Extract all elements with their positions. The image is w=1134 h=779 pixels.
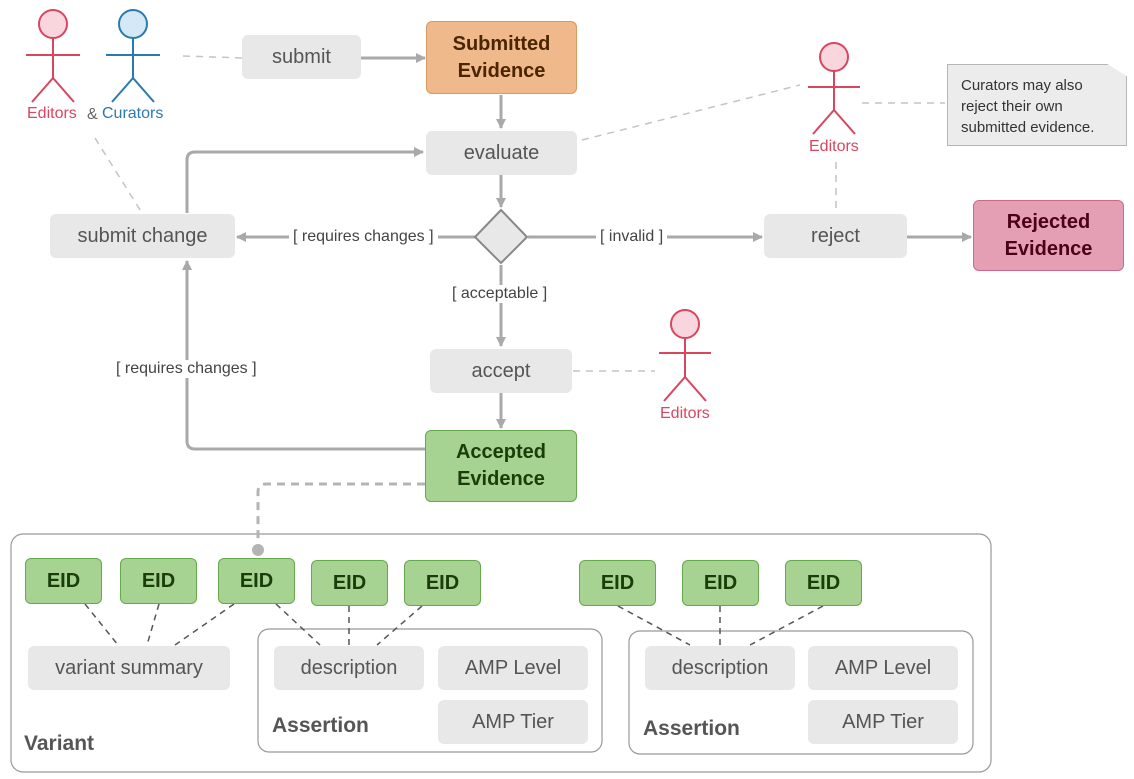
variant-eid-1[interactable]: EID [25, 558, 102, 604]
evaluate-action[interactable]: evaluate [426, 131, 577, 175]
eid-label: EID [703, 571, 738, 594]
editors-actor-icon [26, 9, 80, 103]
amp-tier-label: AMP Tier [842, 710, 924, 733]
variant-summary-label: variant summary [55, 656, 203, 679]
submitted-line2: Evidence [457, 59, 546, 82]
guard-acceptable: [ acceptable ] [448, 285, 552, 303]
accepted-line2: Evidence [457, 468, 545, 490]
flow-accepted-to-submit-change [182, 260, 425, 451]
eid-label: EID [141, 569, 176, 592]
amp-level-label: AMP Level [834, 656, 932, 679]
eid-link-a1-3 [376, 605, 423, 646]
eid-label: EID [46, 569, 81, 592]
guard-requires-changes-vertical: [ requires changes ] [112, 360, 261, 378]
assoc-editors-submit-change [94, 137, 143, 214]
eid-label: EID [332, 571, 367, 594]
note-line-1: Curators may also [961, 77, 1083, 94]
curators-actor-icon [106, 9, 160, 103]
accept-action[interactable]: accept [430, 349, 572, 393]
eid-link-a2-3 [749, 605, 824, 646]
variant-eid-2[interactable]: EID [120, 558, 197, 604]
assertion1-amp-level-field: AMP Level [438, 646, 588, 690]
assertion1-title: Assertion [272, 714, 369, 737]
accepted-line1: Accepted [455, 441, 547, 463]
link-endpoint-dot [252, 544, 264, 556]
eid-link-v3 [174, 603, 235, 646]
submit-action-label: submit [272, 45, 331, 68]
note-line-2: reject their own [961, 98, 1063, 115]
assertion1-amp-tier-field: AMP Tier [438, 700, 588, 744]
submit-change-action-label: submit change [77, 224, 208, 247]
eid-label: EID [600, 571, 635, 594]
variant-eid-3[interactable]: EID [218, 558, 295, 604]
editors-reject-actor-icon [808, 42, 860, 135]
flow-submit-change-to-evaluate [185, 147, 424, 213]
evaluate-action-label: evaluate [463, 141, 540, 164]
variant-summary-field: variant summary [28, 646, 230, 690]
eid-label: EID [239, 569, 274, 592]
ampersand-label: & [87, 106, 98, 123]
assertion2-description-field: description [645, 646, 795, 690]
editors-accept-actor-icon [659, 309, 711, 402]
variant-title: Variant [24, 732, 95, 755]
decision-diamond [473, 208, 529, 265]
guard-invalid: [ invalid ] [596, 228, 668, 246]
eid-link-v2 [146, 603, 160, 646]
curators-role-label: Curators [102, 105, 164, 122]
assertion1-eid-2[interactable]: EID [404, 560, 481, 606]
editors-role-label: Editors [27, 105, 77, 122]
reject-action-label: reject [811, 224, 860, 247]
assertion2-amp-level-field: AMP Level [808, 646, 958, 690]
eid-link-a2-1 [617, 605, 691, 646]
description-label: description [671, 656, 769, 679]
accept-action-label: accept [471, 359, 531, 382]
assoc-editors-evaluate [581, 84, 801, 141]
editors-accept-role-label: Editors [660, 405, 710, 422]
editors-reject-role-label: Editors [809, 138, 859, 155]
curators-reject-note: Curators may also reject their own submi… [947, 64, 1127, 146]
reject-action[interactable]: reject [764, 214, 907, 258]
rejected-line1: Rejected [1006, 210, 1091, 233]
amp-level-label: AMP Level [464, 656, 562, 679]
note-line-3: submitted evidence. [961, 119, 1095, 136]
submit-change-action[interactable]: submit change [50, 214, 235, 258]
eid-link-v1 [84, 603, 119, 646]
assoc-editors-curators-submit [182, 55, 244, 59]
link-accepted-to-eid [256, 482, 425, 548]
assertion1-description-field: description [274, 646, 424, 690]
eid-label: EID [425, 571, 460, 594]
assertion2-eid-2[interactable]: EID [682, 560, 759, 606]
rejected-line2: Evidence [1004, 237, 1093, 260]
description-label: description [300, 656, 398, 679]
assertion2-amp-tier-field: AMP Tier [808, 700, 958, 744]
amp-tier-label: AMP Tier [472, 710, 554, 733]
submit-action[interactable]: submit [242, 35, 361, 79]
assertion2-eid-1[interactable]: EID [579, 560, 656, 606]
submitted-line1: Submitted [452, 32, 551, 55]
eid-label: EID [806, 571, 841, 594]
assertion2-eid-3[interactable]: EID [785, 560, 862, 606]
assertion1-eid-1[interactable]: EID [311, 560, 388, 606]
guard-requires-changes-horizontal: [ requires changes ] [289, 228, 438, 246]
assertion2-title: Assertion [643, 717, 740, 740]
